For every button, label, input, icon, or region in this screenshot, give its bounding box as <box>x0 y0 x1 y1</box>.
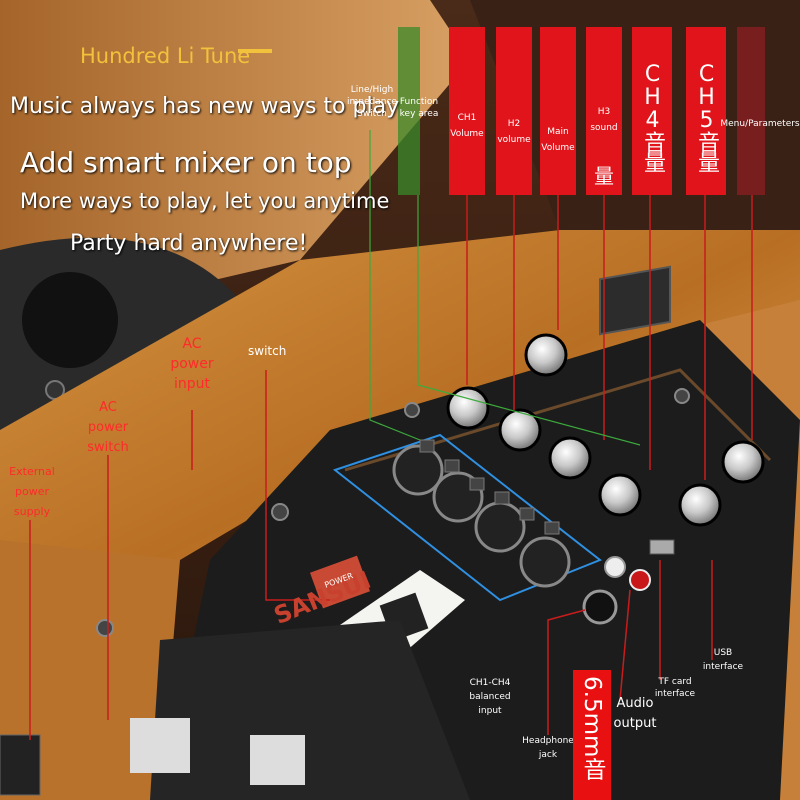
guide-headphone <box>547 609 586 735</box>
guide-lines <box>29 195 753 740</box>
label-jack-size: 6.5mm音 <box>579 676 605 781</box>
guide-audio <box>619 589 631 701</box>
screw-2 <box>271 503 289 521</box>
guide-switch <box>265 370 330 601</box>
rca-red <box>629 569 651 591</box>
combo-jacks <box>392 444 571 588</box>
label-bar-ch5 <box>686 27 726 195</box>
brand-title: Hundred Li Tune <box>80 44 251 68</box>
jack-1 <box>392 444 444 496</box>
label-line-high: Line/High impedance Switch <box>347 85 397 119</box>
headline-line-2: Add smart mixer on top <box>20 146 352 179</box>
jack-3 <box>474 501 526 553</box>
knob-ch2 <box>498 408 542 452</box>
screw-1 <box>96 619 114 637</box>
guide-lines-green <box>369 130 641 446</box>
button-5 <box>519 507 535 521</box>
label-external-power: External power supply <box>9 465 55 518</box>
knob-ch1 <box>446 386 490 430</box>
input-section-border <box>332 433 602 602</box>
power-switch-area <box>310 555 370 609</box>
knob-ch3 <box>548 436 592 480</box>
knob-main <box>524 333 568 377</box>
label-ch3-sound: H3 sound <box>590 107 618 133</box>
knob-ch4 <box>598 473 642 517</box>
label-ch5: CH5音量 <box>694 62 719 171</box>
label-bar-main <box>540 27 576 195</box>
knob-menu <box>721 440 765 484</box>
button-2 <box>444 459 460 473</box>
button-6 <box>544 521 560 535</box>
label-audio-output: Audio output <box>613 696 657 731</box>
qr-code-3 <box>250 735 305 785</box>
label-main-volume: Main Volume <box>541 127 575 153</box>
label-bar-ch1 <box>449 27 485 195</box>
screw-3 <box>404 402 420 418</box>
screw-4 <box>674 388 690 404</box>
label-bar-ch3 <box>586 27 622 195</box>
qr-code-2 <box>130 718 190 773</box>
headline-line-3: More ways to play, let you anytime <box>20 189 390 213</box>
function-buttons <box>419 439 560 535</box>
guide-line-high <box>369 130 421 441</box>
knobs <box>446 333 765 527</box>
headline-line-1: Music always has new ways to play <box>10 94 400 119</box>
usb-port <box>649 539 675 555</box>
label-menu: Menu/Parameters <box>720 119 800 129</box>
rca-white <box>604 556 626 578</box>
label-bar-ch2 <box>496 27 532 195</box>
power-connector <box>0 734 41 796</box>
button-3 <box>469 477 485 491</box>
label-function-key: Function key area <box>399 97 439 119</box>
lcd-display <box>599 265 671 336</box>
label-ch-balanced: CH1-CH4 balanced input <box>469 678 511 716</box>
label-ac-power-switch: AC power switch <box>87 400 129 455</box>
guide-function <box>417 195 641 446</box>
label-bar-ch4 <box>632 27 672 195</box>
label-ch3-extra: 量 <box>594 164 614 188</box>
label-bar-menu <box>737 27 765 195</box>
panel-trim <box>344 368 772 472</box>
jack-4 <box>519 536 571 588</box>
lower-panel <box>150 620 470 800</box>
knob-ch5 <box>678 483 722 527</box>
headline-line-4: Party hard anywhere! <box>70 231 308 256</box>
label-headphone: Headphone jack <box>522 736 574 760</box>
label-ch2-volume: H2 volume <box>497 119 531 145</box>
label-ch4: CH4音量 <box>640 62 665 171</box>
label-tf-card: TF card interface <box>654 677 696 699</box>
button-1 <box>419 439 435 453</box>
label-ac-power-input: AC power input <box>170 336 214 392</box>
label-ch1-volume: CH1 Volume <box>450 113 484 139</box>
function-bar <box>398 27 420 195</box>
label-usb: USB interface <box>702 648 744 672</box>
speaker-hole <box>22 272 118 368</box>
label-switch: switch <box>248 344 287 358</box>
button-4 <box>494 491 510 505</box>
jack-size-bar <box>573 670 611 800</box>
headphone-jack <box>582 589 618 625</box>
